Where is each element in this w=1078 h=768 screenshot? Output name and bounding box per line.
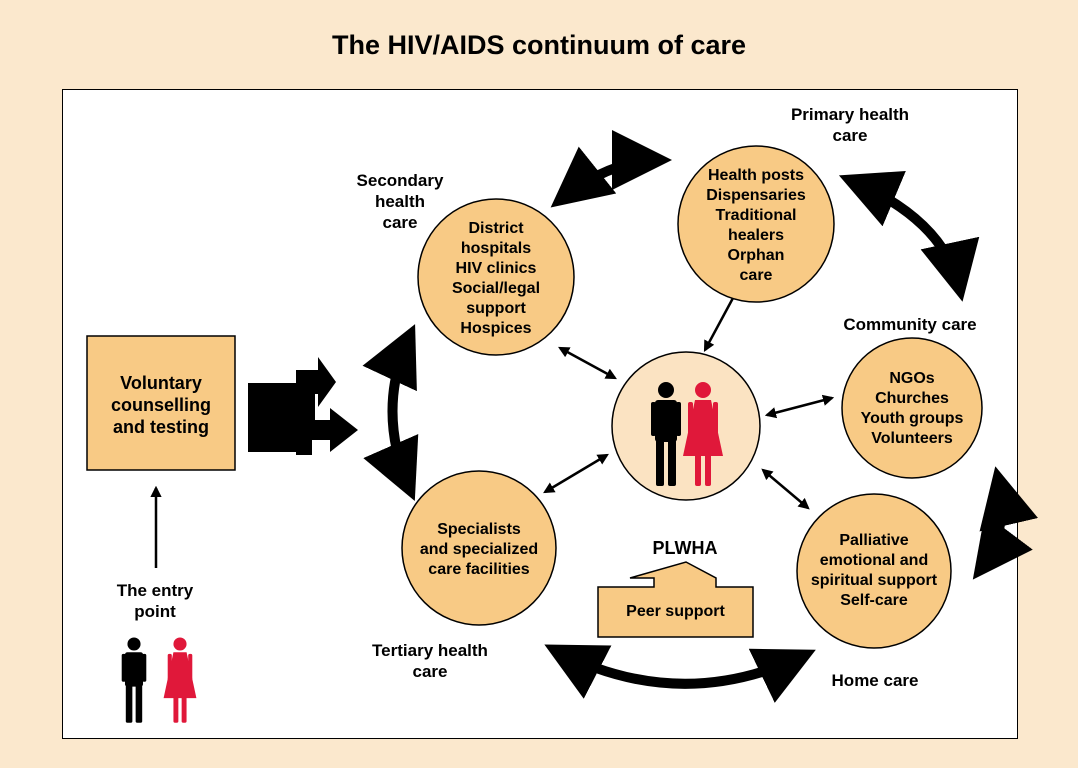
node-secondary-text: District hospitals HIV clinics Social/le… [451, 220, 541, 337]
arrow-primary-community [838, 170, 980, 302]
node-center [611, 351, 761, 501]
level-home: Home care [831, 671, 919, 690]
level-secondary: Secondary health care [356, 171, 444, 232]
node-home [796, 493, 952, 649]
entry-box [86, 335, 236, 471]
arrow-tertiary-secondary [362, 324, 419, 501]
spoke-community [764, 394, 835, 419]
entry-box-text: Voluntary counselling and testing [110, 373, 211, 437]
node-primary [677, 145, 835, 303]
woman-icon [163, 637, 197, 723]
arrow-home-tertiary [544, 644, 816, 703]
level-primary: Primary health care [790, 105, 910, 145]
node-tertiary [401, 470, 557, 626]
arrow-community-home [972, 466, 1039, 580]
level-tertiary: Tertiary health care [372, 641, 488, 681]
node-community [841, 337, 983, 479]
level-community: Community care [843, 315, 977, 334]
block-arrow-icon [248, 357, 358, 455]
node-community-text: NGOs Churches Youth groups Volunteers [860, 370, 964, 447]
node-secondary [417, 198, 575, 356]
arrow-secondary-primary [550, 130, 672, 208]
node-home-text: Palliative emotional and spiritual suppo… [810, 532, 938, 609]
center-label: PLWHA [652, 538, 718, 558]
spoke-secondary [558, 346, 617, 380]
node-tertiary-text: Specialists and specialized care facilit… [419, 521, 539, 578]
spoke-home [761, 468, 810, 510]
entry-label: The entry point [116, 581, 194, 621]
peer-support-arrow [597, 561, 754, 638]
man-icon [121, 637, 147, 723]
node-primary-text: Health posts Dispensaries Traditional he… [706, 167, 806, 284]
peer-support-text: Peer support [626, 603, 725, 620]
diagram-title: The HIV/AIDS continuum of care [331, 30, 747, 60]
spoke-tertiary [543, 453, 609, 494]
